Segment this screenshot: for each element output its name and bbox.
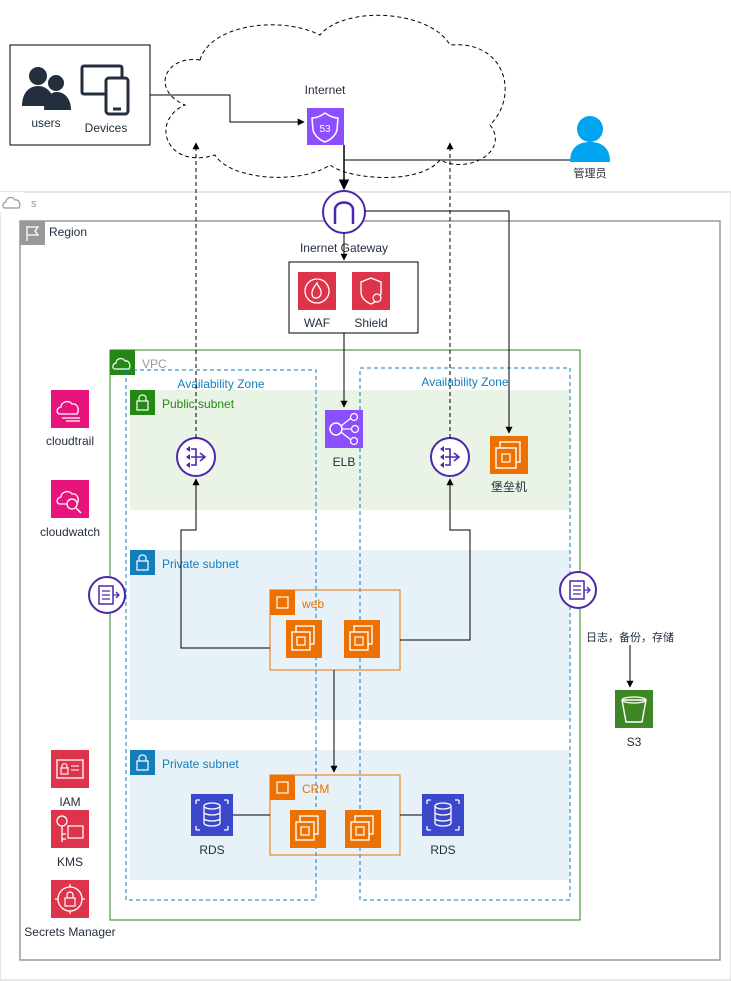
region-label: Region <box>49 225 87 239</box>
igw-icon <box>322 190 366 234</box>
vpc-group <box>109 349 581 921</box>
cloud-icon <box>2 196 21 209</box>
nat-gateway-icon <box>430 437 470 477</box>
route53-badge: 53 <box>319 124 331 135</box>
secrets-manager-icon <box>51 880 89 918</box>
rds-icon <box>191 794 233 836</box>
flag-icon <box>26 226 40 241</box>
az-1-label: Availability Zone <box>177 377 264 391</box>
kms-label: KMS <box>57 855 83 869</box>
public-subnet-label: Public subnet <box>162 397 235 411</box>
private-subnet-1-label: Private subnet <box>162 557 239 571</box>
bastion-label: 堡垒机 <box>491 479 527 494</box>
ec2-instances-icon <box>344 620 380 658</box>
elb-icon <box>325 410 363 448</box>
ec2-instances-icon <box>290 810 326 848</box>
users-icon <box>22 67 71 110</box>
lock-icon <box>130 750 155 775</box>
az-2-label: Availability Zone <box>421 375 508 389</box>
region-group <box>19 220 721 961</box>
iam-icon <box>51 750 89 788</box>
admin-icon <box>570 116 610 162</box>
ec2-instances-icon <box>490 436 528 474</box>
chip-icon <box>270 590 295 615</box>
admin-label: 管理员 <box>574 166 607 180</box>
shield-icon <box>352 272 390 310</box>
connectors <box>150 94 634 816</box>
cloud-label: s <box>31 198 37 210</box>
log-note: 日志，备份，存储 <box>586 630 674 644</box>
waf-icon <box>298 272 336 310</box>
rds-right-label: RDS <box>430 843 455 857</box>
lock-icon <box>130 550 155 575</box>
vpc-cloud-icon <box>112 357 131 370</box>
internet-label: Internet <box>305 83 346 97</box>
cloudwatch-label: cloudwatch <box>40 525 100 539</box>
rds-left-label: RDS <box>199 843 224 857</box>
aws-cloud-group <box>0 191 731 981</box>
chip-icon <box>270 775 295 800</box>
route53-icon: 53 <box>307 108 344 145</box>
s3-label: S3 <box>627 735 642 749</box>
web-group <box>269 589 401 671</box>
internet-cloud <box>164 14 506 178</box>
vpc-label: VPC <box>142 357 167 371</box>
cloudwatch-icon <box>51 480 89 518</box>
nat-gateway-icon <box>176 437 216 477</box>
elb-label: ELB <box>333 455 356 469</box>
crm-label: CRM <box>302 782 329 796</box>
devices-icon <box>80 64 130 116</box>
shield-label: Shield <box>354 316 387 330</box>
flow-logs-icon <box>559 571 597 609</box>
ec2-instances-icon <box>345 810 381 848</box>
devices-label: Devices <box>85 121 128 135</box>
cloudtrail-icon <box>51 390 89 428</box>
lock-icon <box>130 390 155 415</box>
web-label: web <box>301 597 324 611</box>
s3-bucket-icon <box>615 690 653 728</box>
private-subnet-2-label: Private subnet <box>162 757 239 771</box>
iam-label: IAM <box>59 795 80 809</box>
kms-icon <box>51 810 89 848</box>
ec2-instances-icon <box>286 620 322 658</box>
cloudtrail-label: cloudtrail <box>46 434 94 448</box>
waf-label: WAF <box>304 316 330 330</box>
rds-icon <box>422 794 464 836</box>
users-label: users <box>31 116 60 130</box>
flow-logs-icon <box>88 576 126 614</box>
secrets-label: Secrets Manager <box>24 925 115 939</box>
